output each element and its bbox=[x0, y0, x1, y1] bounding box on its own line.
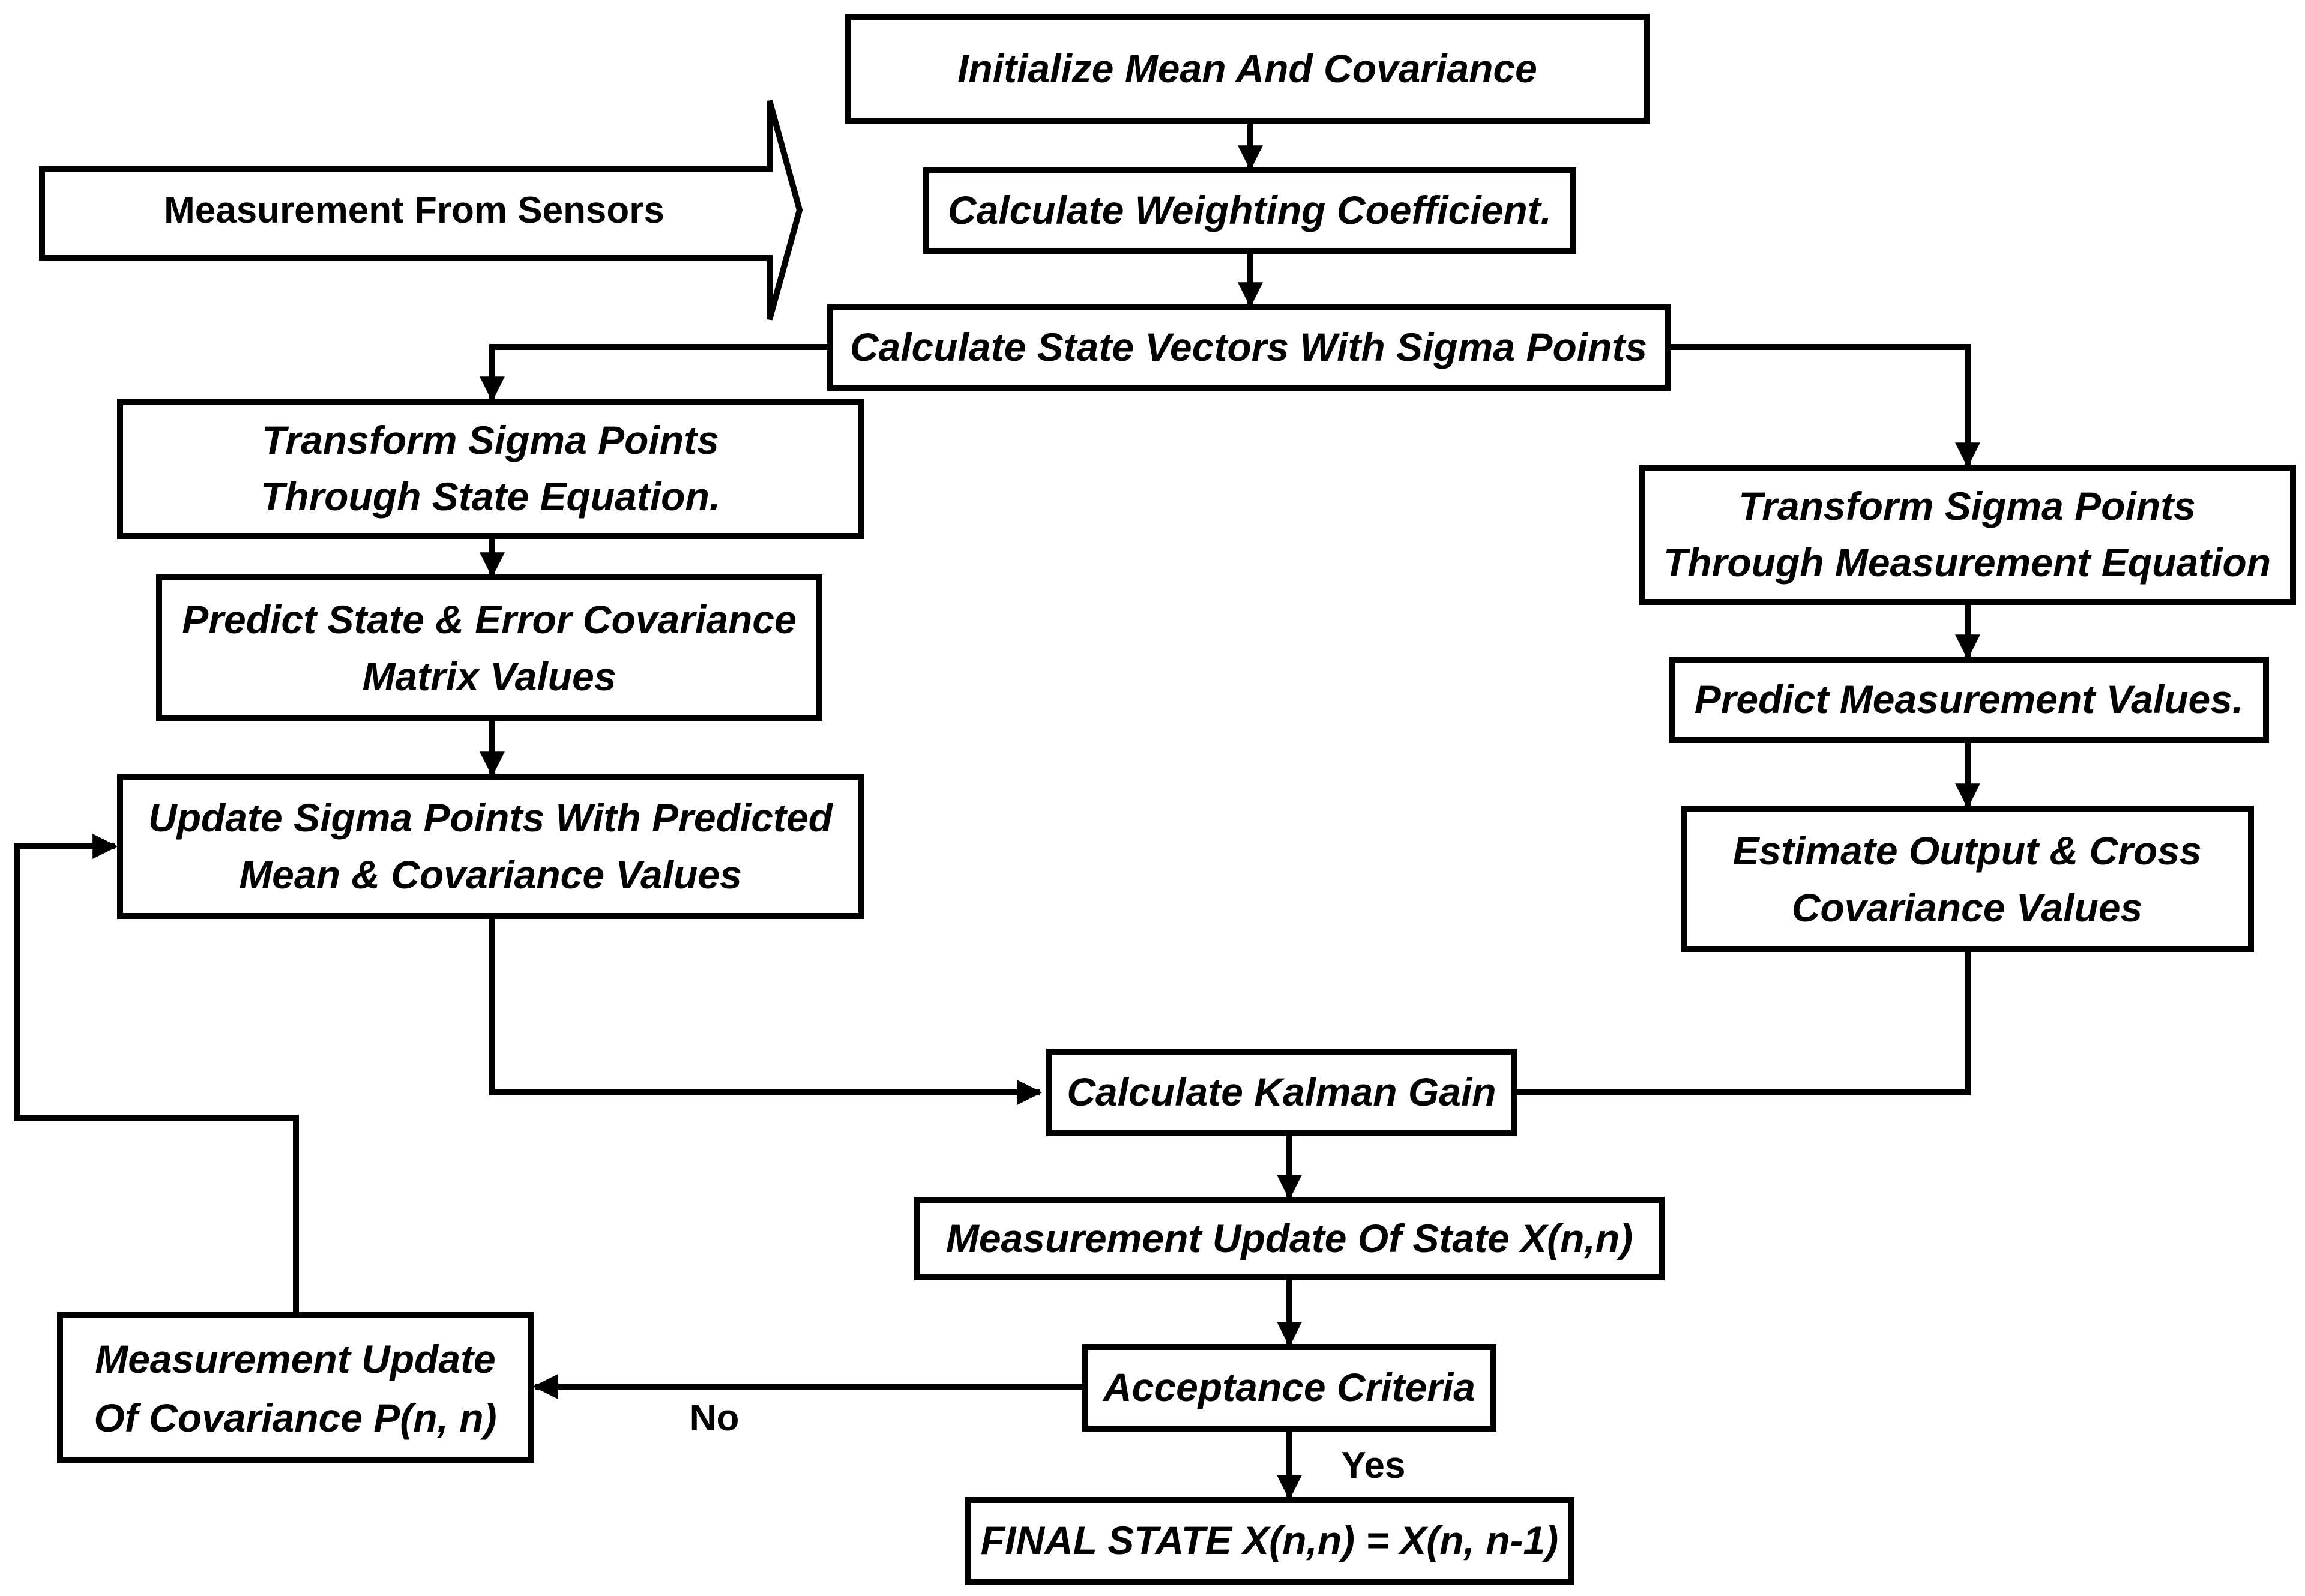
node-state-vectors-text: Calculate State Vectors With Sigma Point… bbox=[850, 325, 1647, 369]
node-predict-meas-text: Predict Measurement Values. bbox=[1695, 677, 2244, 721]
node-kalman-gain-text: Calculate Kalman Gain bbox=[1067, 1070, 1496, 1114]
node-update-sigma-text-1: Update Sigma Points With Predicted bbox=[148, 795, 834, 840]
edge-statevectors-transformmeas bbox=[1668, 344, 1980, 468]
node-transform-state: Transform Sigma Points Through State Equ… bbox=[117, 399, 864, 539]
edge-updatesigma-kalman bbox=[489, 916, 1043, 1105]
node-transform-meas: Transform Sigma Points Through Measureme… bbox=[1639, 465, 2296, 605]
node-final-state: FINAL STATE X(n,n) = X(n, n-1) bbox=[965, 1497, 1574, 1585]
node-acceptance: Acceptance Criteria bbox=[1082, 1344, 1496, 1432]
node-estimate-out-text-1: Estimate Output & Cross bbox=[1732, 828, 2201, 873]
flow-edges bbox=[14, 121, 1980, 1501]
node-meas-update-state-text: Measurement Update Of State X(n,n) bbox=[946, 1216, 1633, 1260]
edge-label-yes: Yes bbox=[1342, 1445, 1406, 1486]
node-init: Initialize Mean And Covariance bbox=[845, 14, 1650, 124]
node-init-text: Initialize Mean And Covariance bbox=[957, 46, 1537, 91]
node-state-vectors: Calculate State Vectors With Sigma Point… bbox=[827, 304, 1671, 391]
edge-statevectors-transformstate bbox=[480, 344, 830, 402]
edge-label-no: No bbox=[690, 1397, 740, 1439]
edge-measupdatecov-updatesigma-loop bbox=[14, 834, 299, 1313]
node-predict-meas: Predict Measurement Values. bbox=[1669, 657, 2269, 743]
node-meas-update-cov-text-2: Of Covariance P(n, n) bbox=[94, 1396, 496, 1440]
node-update-sigma: Update Sigma Points With Predicted Mean … bbox=[117, 774, 864, 919]
node-meas-update-state: Measurement Update Of State X(n,n) bbox=[914, 1197, 1665, 1280]
node-predict-state: Predict State & Error Covariance Matrix … bbox=[156, 574, 822, 721]
node-weighting: Calculate Weighting Coefficient. bbox=[923, 167, 1576, 254]
node-transform-meas-text-2: Through Measurement Equation bbox=[1663, 540, 2271, 585]
node-weighting-text: Calculate Weighting Coefficient. bbox=[948, 188, 1552, 232]
node-transform-state-text-2: Through State Equation. bbox=[261, 474, 720, 519]
measurement-input-arrow: Measurement From Sensors bbox=[39, 100, 803, 321]
measurement-input-label: Measurement From Sensors bbox=[164, 190, 664, 231]
node-predict-state-text-2: Matrix Values bbox=[362, 654, 616, 699]
node-acceptance-text: Acceptance Criteria bbox=[1102, 1365, 1475, 1409]
node-update-sigma-text-2: Mean & Covariance Values bbox=[239, 852, 742, 897]
node-estimate-out-text-2: Covariance Values bbox=[1792, 885, 2143, 930]
node-final-state-text: FINAL STATE X(n,n) = X(n, n-1) bbox=[981, 1518, 1558, 1562]
node-estimate-out: Estimate Output & Cross Covariance Value… bbox=[1681, 806, 2254, 952]
node-meas-update-cov-text-1: Measurement Update bbox=[95, 1337, 496, 1381]
edge-estimateout-kalman bbox=[1514, 949, 1971, 1095]
node-kalman-gain: Calculate Kalman Gain bbox=[1046, 1049, 1517, 1136]
node-meas-update-cov: Measurement Update Of Covariance P(n, n) bbox=[57, 1312, 534, 1463]
node-predict-state-text-1: Predict State & Error Covariance bbox=[182, 597, 796, 642]
node-transform-meas-text-1: Transform Sigma Points bbox=[1738, 484, 2196, 528]
node-transform-state-text-1: Transform Sigma Points bbox=[262, 418, 719, 462]
